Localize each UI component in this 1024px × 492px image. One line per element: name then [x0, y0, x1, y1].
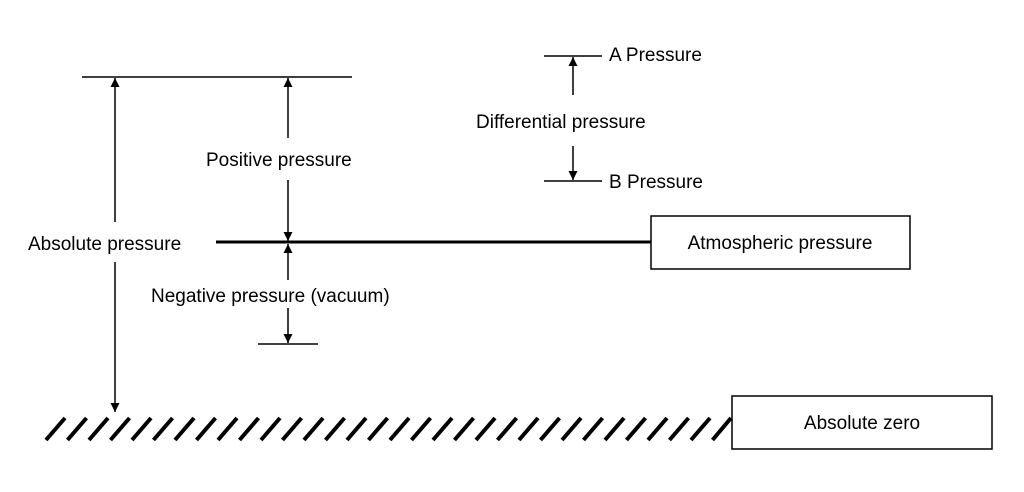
hatch-mark [302, 416, 325, 442]
absolute-zero-hatching [44, 416, 733, 442]
hatch-mark [517, 416, 540, 442]
hatch-mark [667, 416, 691, 442]
positive-pressure-label: Positive pressure [206, 150, 352, 171]
atmospheric-pressure-label: Atmospheric pressure [688, 233, 873, 254]
hatch-mark [646, 416, 669, 442]
hatch-mark [194, 416, 218, 442]
hatch-mark [409, 416, 433, 442]
absolute-zero-label: Absolute zero [804, 413, 920, 434]
hatch-mark [216, 416, 239, 442]
differential-pressure-label: Differential pressure [476, 112, 646, 133]
hatch-mark [452, 416, 476, 442]
hatch-mark [581, 416, 605, 442]
hatch-mark [173, 416, 196, 442]
hatch-mark [130, 416, 153, 442]
hatch-mark [323, 416, 347, 442]
hatch-mark [237, 416, 261, 442]
hatch-mark [474, 416, 497, 442]
atmospheric-pressure-box [650, 215, 911, 270]
hatch-mark [345, 416, 368, 442]
hatch-mark [259, 416, 282, 442]
b-pressure-label: B Pressure [609, 172, 703, 193]
hatch-mark [603, 416, 626, 442]
hatch-mark [87, 416, 110, 442]
hatch-mark [366, 416, 390, 442]
absolute-zero-box [731, 395, 993, 450]
hatch-mark [624, 416, 648, 442]
hatch-mark [108, 416, 132, 442]
hatch-mark [44, 416, 67, 442]
a-pressure-label: A Pressure [609, 45, 702, 66]
hatch-mark [280, 416, 304, 442]
hatch-mark [495, 416, 519, 442]
hatch-mark [431, 416, 454, 442]
absolute-pressure-label: Absolute pressure [28, 234, 181, 255]
negative-pressure-label: Negative pressure (vacuum) [151, 286, 390, 307]
hatch-mark [710, 416, 733, 442]
hatch-mark [151, 416, 175, 442]
hatch-mark [388, 416, 411, 442]
hatch-mark [65, 416, 89, 442]
hatch-mark [560, 416, 583, 442]
hatch-mark [689, 416, 712, 442]
hatch-mark [538, 416, 562, 442]
